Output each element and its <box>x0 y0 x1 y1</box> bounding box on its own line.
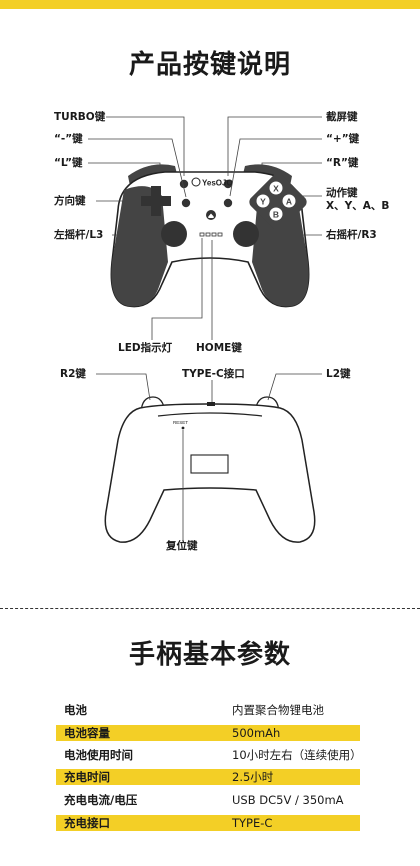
spec-value: 500mAh <box>232 726 281 740</box>
spec-key: 电池使用时间 <box>64 748 133 762</box>
label-l: “L”键 <box>54 157 83 169</box>
section-divider <box>0 608 420 609</box>
label-plus: “+”键 <box>326 133 360 145</box>
label-reset: 复位键 <box>166 540 198 552</box>
dpad <box>141 186 171 216</box>
y-button-letter: Y <box>260 197 266 207</box>
a-button-bg <box>282 194 296 208</box>
spec-key: 充电时间 <box>64 770 110 784</box>
spec-value: 10小时左右（连续使用） <box>232 748 362 762</box>
b-button-bg <box>269 207 283 221</box>
battery-door <box>190 454 229 474</box>
label-left-stick: 左摇杆/L3 <box>54 229 104 241</box>
spec-key: 电池容量 <box>64 726 110 740</box>
spec-value: 2.5小时 <box>232 770 274 784</box>
action-button-pad <box>249 173 307 231</box>
label-home: HOME键 <box>196 342 242 354</box>
label-l2: L2键 <box>326 368 351 380</box>
plus-button <box>223 198 233 208</box>
label-led: LED指示灯 <box>118 342 173 354</box>
x-button-letter: X <box>273 184 279 194</box>
left-stick <box>161 221 187 247</box>
spec-row-port: 充电接口 TYPE-C <box>56 815 360 831</box>
section-title-specs: 手柄基本参数 <box>128 640 291 670</box>
spec-value: USB DC5V / 350mA <box>232 793 344 807</box>
typec-port <box>207 402 215 406</box>
label-minus: “-”键 <box>54 133 83 145</box>
a-button-letter: A <box>286 197 292 207</box>
label-right-stick: 右摇杆/R3 <box>326 229 377 241</box>
label-r: “R”键 <box>326 157 359 169</box>
x-button-bg <box>269 181 283 195</box>
spec-key: 充电电流/电压 <box>64 793 138 807</box>
label-action-line1: 动作键 <box>326 187 358 199</box>
top-accent-bar <box>0 0 420 9</box>
spec-row-charge-time: 充电时间 2.5小时 <box>56 769 360 785</box>
label-dpad: 方向键 <box>54 195 86 207</box>
spec-key: 充电接口 <box>64 816 110 830</box>
right-stick <box>233 221 259 247</box>
label-screenshot: 截屏键 <box>326 111 358 123</box>
label-r2: R2键 <box>60 368 86 380</box>
label-action-line2: X、Y、A、B <box>326 200 390 212</box>
b-button-letter: B <box>273 210 279 220</box>
section-title-buttons: 产品按键说明 <box>128 50 291 80</box>
spec-row-current-voltage: 充电电流/电压 USB DC5V / 350mA <box>56 792 360 808</box>
spec-value: 内置聚合物锂电池 <box>232 703 324 717</box>
brand-logo-text: YesOJO <box>202 179 233 188</box>
reset-hole <box>181 426 185 430</box>
screenshot-button <box>223 179 233 189</box>
y-button-bg <box>256 194 270 208</box>
spec-key: 电池 <box>64 703 87 717</box>
label-turbo: TURBO键 <box>54 111 106 123</box>
spec-value: TYPE-C <box>232 816 273 830</box>
turbo-button <box>179 179 189 189</box>
label-typec: TYPE-C接口 <box>182 368 245 380</box>
minus-button <box>181 198 191 208</box>
spec-row-usage-time: 电池使用时间 10小时左右（连续使用） <box>56 747 362 763</box>
spec-row-capacity: 电池容量 500mAh <box>56 725 360 741</box>
left-grip <box>111 186 168 307</box>
spec-row-battery: 电池 内置聚合物锂电池 <box>56 702 360 718</box>
reset-printed-text: RESET <box>173 420 188 425</box>
